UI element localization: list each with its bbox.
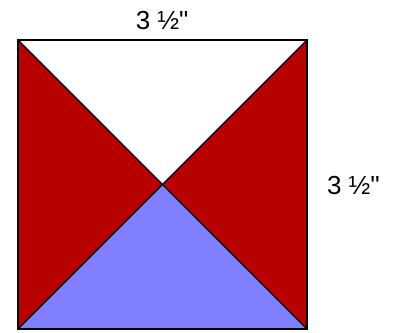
top-dimension-label: 3 ½": [135, 5, 189, 35]
square-outline: [17, 39, 308, 330]
top-white-triangle: [18, 40, 307, 184]
right-dimension-label: 3 ½": [327, 170, 380, 200]
right-red-triangle: [163, 40, 307, 329]
left-red-triangle: [18, 40, 163, 329]
diagonal-line-2: [17, 39, 308, 330]
bottom-blue-triangle: [18, 184, 307, 329]
quilt-square: [17, 39, 308, 330]
